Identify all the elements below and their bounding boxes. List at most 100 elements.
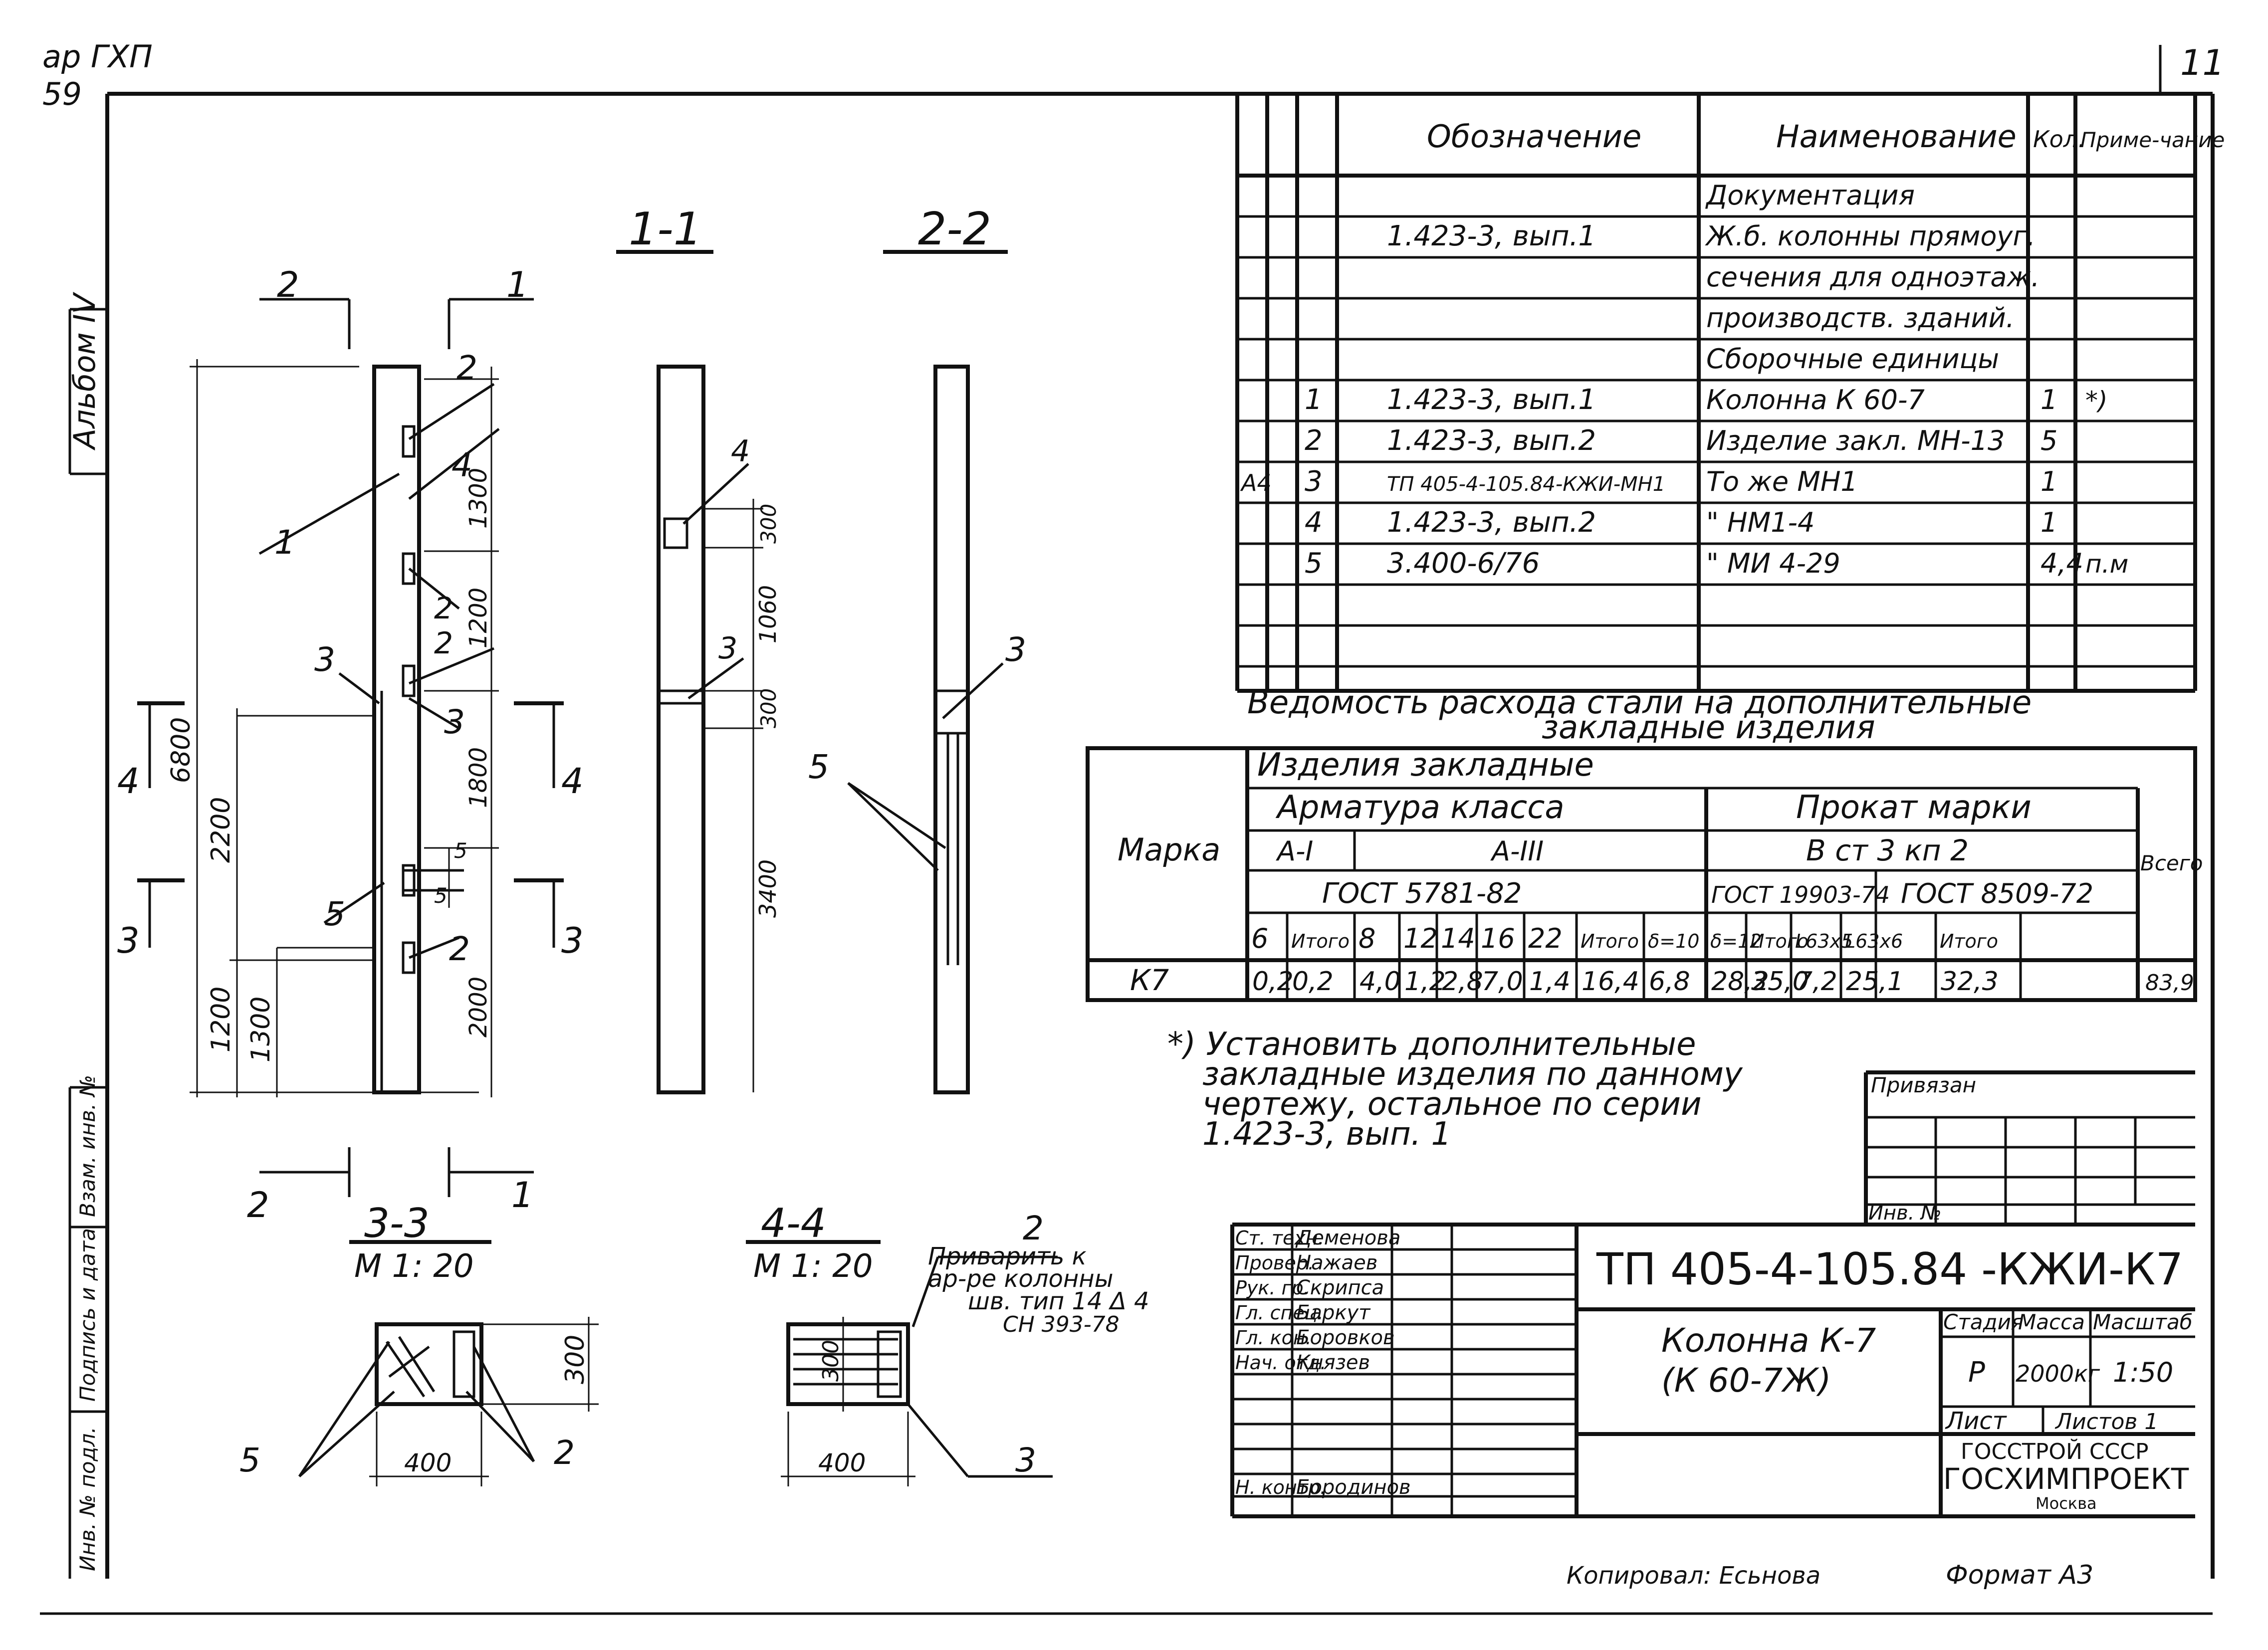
dim-2000: 2000 xyxy=(464,977,492,1037)
steel-column-header: 22 xyxy=(1528,923,1563,954)
weld-note-line-1: Приварить к xyxy=(928,1242,1087,1270)
section-3-3-title: 3-3 xyxy=(364,1200,430,1246)
steel-row-value: 83,9 xyxy=(2145,970,2194,996)
spec-header-note: Приме-чание xyxy=(2080,128,2225,152)
steel-row-value: 1,4 xyxy=(1529,967,1571,997)
dim-2200: 2200 xyxy=(206,797,236,863)
steel-column-header: 6 xyxy=(1251,923,1268,954)
signatory-name: Нажаев xyxy=(1296,1251,1377,1274)
steel-vsego-header: Всего xyxy=(2140,851,2203,875)
section-1-1-dim-1060: 1060 xyxy=(754,585,781,643)
steel-column-header: Итого xyxy=(1291,930,1350,952)
steel-column-header: L63х6 xyxy=(1845,930,1903,952)
steel-row-value: 28,2 xyxy=(1711,967,1769,997)
spec-row-qty: 1 xyxy=(2041,466,2057,497)
steel-row-value: 0,2 xyxy=(1292,967,1334,997)
spec-row-name: То же МН1 xyxy=(1706,466,1858,497)
spec-row-name: Ж.б. колонны прямоуг. xyxy=(1705,220,2036,252)
cut-mark-1-bottom: 1 xyxy=(511,1175,534,1216)
dim-5b: 5 xyxy=(434,883,448,908)
callout-3-right: 3 xyxy=(444,703,465,741)
steel-gost-8509: ГОСТ 8509-72 xyxy=(1901,878,2093,909)
signatory-role: Гл. кон. xyxy=(1235,1327,1312,1349)
note-line-4: 1.423-3, вып. 1 xyxy=(1202,1116,1451,1153)
weld-note-line-3: шв. тип 14 Δ 4 xyxy=(968,1287,1149,1315)
spec-row-name: Изделие закл. МН-13 xyxy=(1706,425,2005,456)
steel-column-header: 12 xyxy=(1403,923,1438,954)
spec-header-qty: Кол. xyxy=(2033,126,2085,153)
steel-izdelia-header: Изделия закладные xyxy=(1257,747,1594,784)
section-4-4-callout-2: 2 xyxy=(1023,1209,1044,1247)
footer-copied-by: Копировал: Есьнова xyxy=(1567,1562,1820,1590)
spec-row-position: 4 xyxy=(1305,506,1323,539)
dim-1300: 1300 xyxy=(246,997,276,1062)
weld-note-line-2: ар-ре колонны xyxy=(928,1265,1114,1293)
steel-grade: В ст 3 кп 2 xyxy=(1806,833,1969,867)
section-2-2-title: 2-2 xyxy=(918,203,991,255)
weld-note-line-4: СН 393-78 xyxy=(1003,1312,1120,1337)
section-3-3-dim-300: 300 xyxy=(560,1335,590,1384)
note-line-3: чертежу, остальное по серии xyxy=(1202,1086,1702,1123)
cut-mark-4-right: 4 xyxy=(561,761,584,802)
mass-header: Масса xyxy=(2018,1310,2085,1334)
signatory-name: Деменова xyxy=(1295,1227,1400,1249)
steel-class-a1: А-I xyxy=(1276,835,1313,867)
callout-2-bottom: 2 xyxy=(449,930,470,968)
callout-5: 5 xyxy=(324,895,345,933)
section-2-2-callout-3: 3 xyxy=(1005,630,1026,669)
steel-marka-header: Марка xyxy=(1118,831,1220,868)
callout-2-top: 2 xyxy=(456,349,477,387)
steel-column-header: 14 xyxy=(1441,923,1475,954)
section-1-1-dim-300a: 300 xyxy=(756,504,781,544)
scale-value: 1:50 xyxy=(2113,1357,2173,1388)
signatory-role: Гл. спец. xyxy=(1235,1302,1324,1324)
stage-header: Стадия xyxy=(1943,1310,2024,1334)
cut-mark-1-top: 1 xyxy=(506,264,529,305)
steel-table-title-line-1: Ведомость расхода стали на дополнительны… xyxy=(1247,684,2032,721)
steel-column-header: 8 xyxy=(1359,923,1375,954)
section-3-3-callout-2: 2 xyxy=(554,1434,575,1472)
section-2-2 xyxy=(847,250,1008,1094)
callout-3-left: 3 xyxy=(314,640,335,679)
steel-column-header: δ=12 xyxy=(1710,930,1762,952)
privyazka-inv: Инв. № xyxy=(1868,1202,1942,1225)
stamp-inv: Инв. № подл. xyxy=(75,1427,100,1571)
privyazka-title: Привязан xyxy=(1871,1073,1976,1097)
callout-2-mid2: 2 xyxy=(434,626,453,661)
steel-column-header: δ=10 xyxy=(1648,930,1699,952)
steel-class-a3: А-III xyxy=(1490,835,1544,867)
footer-format: Формат А3 xyxy=(1946,1560,2093,1590)
section-4-4-scale: М 1: 20 xyxy=(753,1248,873,1285)
spec-row-designation: 1.423-3, вып.1 xyxy=(1387,384,1596,416)
spec-row-designation: 3.400-6/76 xyxy=(1387,547,1540,580)
spec-row-position: 2 xyxy=(1305,424,1323,457)
dim-1800: 1800 xyxy=(464,747,492,808)
corner-code-2: 59 xyxy=(42,76,82,112)
steel-row-mark: К7 xyxy=(1130,963,1169,997)
spec-row-name: " НМ1-4 xyxy=(1706,507,1814,538)
title-block-grid xyxy=(1230,1223,2195,1518)
cut-mark-3-right: 3 xyxy=(561,920,584,961)
spec-rows: Документация 1.423-3, вып.1 Ж.б. колонны п… xyxy=(1240,180,2128,580)
spec-row-qty: 4,4 xyxy=(2041,548,2083,579)
steel-row-value: 7,2 xyxy=(1796,967,1837,997)
note-line-1: *) Установить дополнительные xyxy=(1167,1026,1696,1063)
steel-row-value: 16,4 xyxy=(1582,967,1639,997)
signatory-name: Баркут xyxy=(1296,1301,1371,1324)
spec-row-name: производств. зданий. xyxy=(1706,302,2015,334)
steel-table-title-line-2: закладные изделия xyxy=(1542,709,1875,746)
section-3-3 xyxy=(298,1240,599,1486)
signatory-role: Рук. гр. xyxy=(1235,1277,1310,1299)
section-4-4-callout-3: 3 xyxy=(1015,1441,1036,1479)
signatory-name: Боровков xyxy=(1296,1326,1395,1349)
spec-row-note: *) xyxy=(2085,386,2108,415)
mass-value: 2000кг xyxy=(2016,1360,2100,1387)
spec-table-grid xyxy=(1235,94,2197,693)
steel-row-value: 35,0 xyxy=(1751,967,1809,997)
object-name-line-1: Колонна К-7 xyxy=(1661,1321,1876,1360)
section-4-4 xyxy=(746,1240,1058,1486)
spec-row-name: Документация xyxy=(1705,180,1915,211)
sheet-label: Лист xyxy=(1945,1407,2008,1435)
